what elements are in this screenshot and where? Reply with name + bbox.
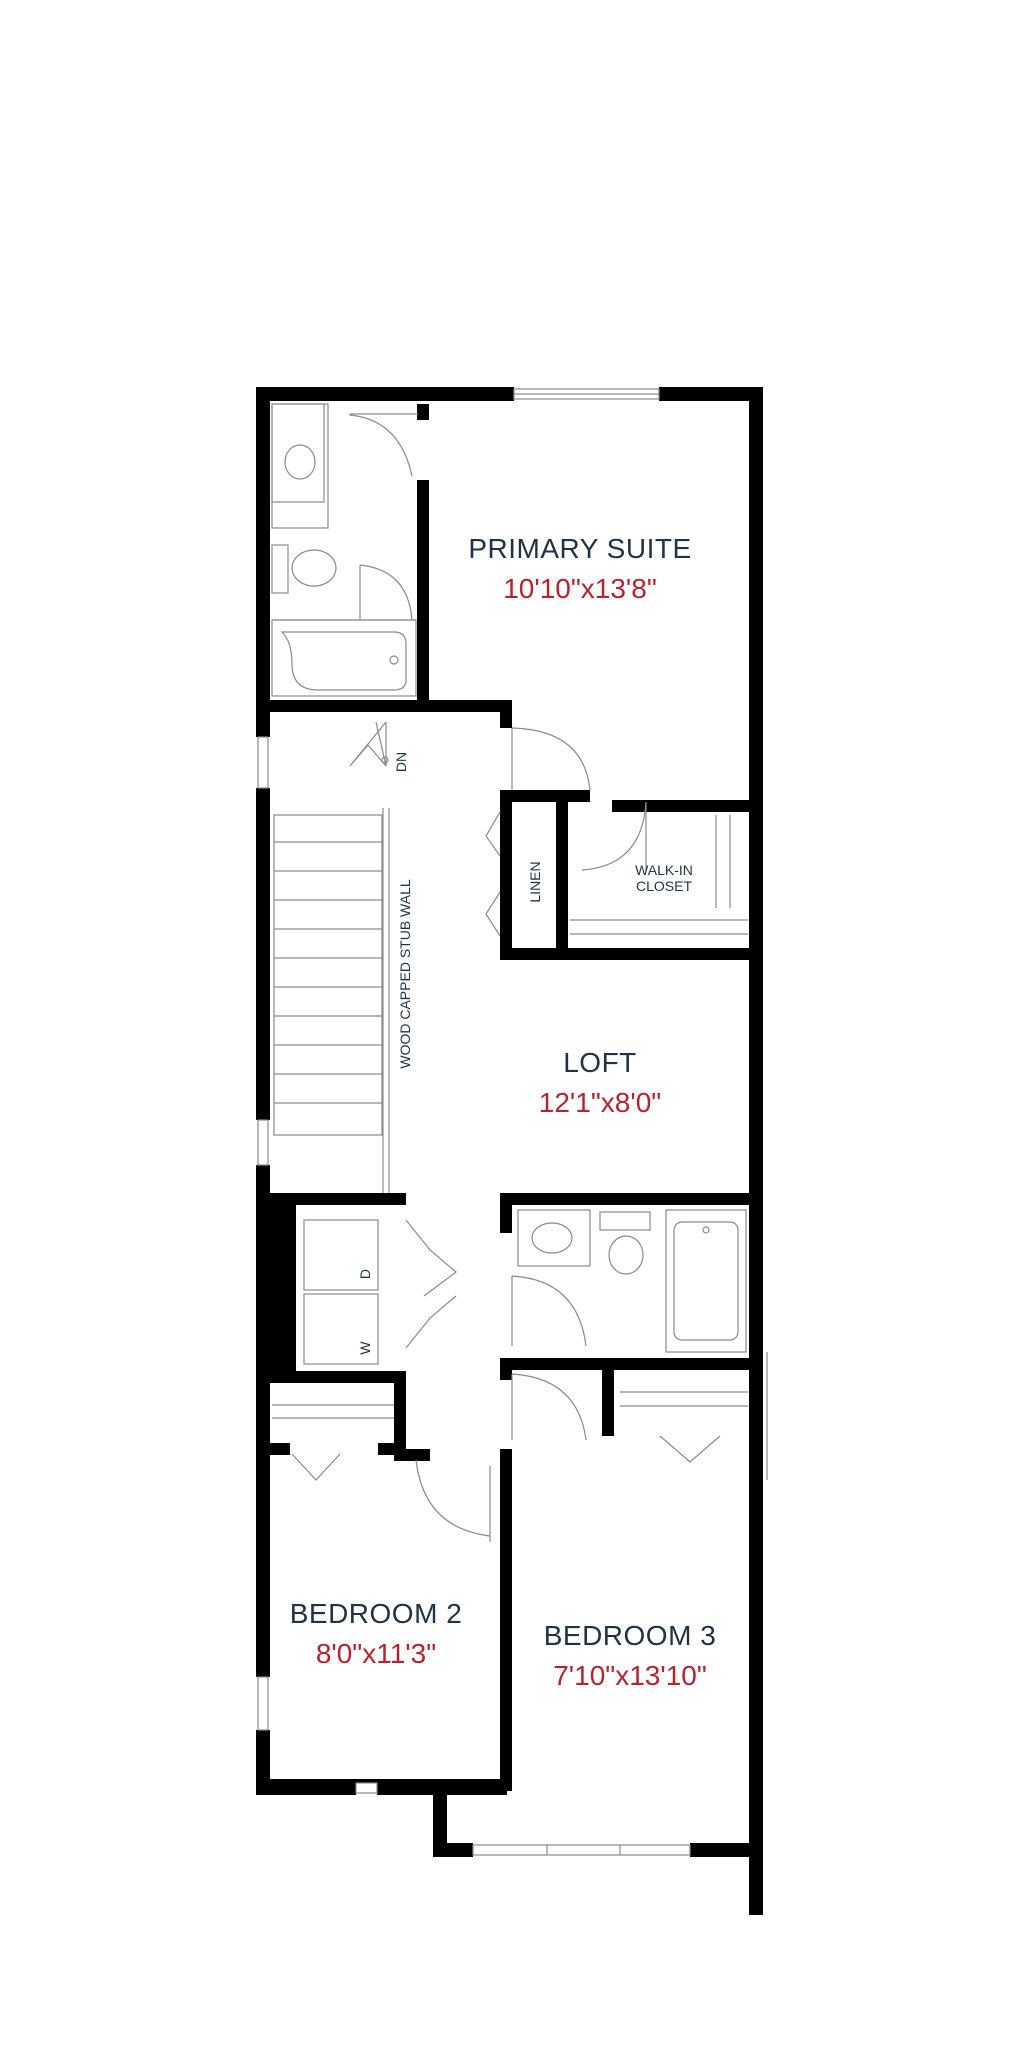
loft-name: LOFT bbox=[563, 1047, 637, 1078]
stub-wall-label: WOOD CAPPED STUB WALL bbox=[397, 879, 413, 1069]
walk-in-closet-label-line2: CLOSET bbox=[636, 878, 692, 894]
toilet-icon bbox=[608, 1235, 644, 1275]
walk-in-closet-label-line1: WALK-IN bbox=[635, 862, 693, 878]
bedroom3-name: BEDROOM 3 bbox=[544, 1620, 717, 1651]
linen-label: LINEN bbox=[527, 861, 543, 902]
bathtub-icon bbox=[271, 619, 417, 697]
washer-label: W bbox=[357, 1341, 373, 1355]
dryer-icon bbox=[303, 1219, 379, 1291]
bedroom3-dimensions: 7'10"x13'10" bbox=[553, 1660, 707, 1691]
primary-suite-dimensions: 10'10"x13'8" bbox=[503, 573, 657, 604]
walls bbox=[256, 387, 763, 1915]
bedroom2-name: BEDROOM 2 bbox=[290, 1598, 463, 1629]
stairs-down-arrow-icon bbox=[349, 721, 387, 767]
bedroom2-dimensions: 8'0"x11'3" bbox=[316, 1638, 436, 1669]
sink-icon bbox=[531, 1222, 573, 1254]
doors bbox=[291, 727, 721, 1542]
bathtub-icon bbox=[665, 1209, 747, 1353]
stairs-dn-label: DN bbox=[393, 752, 409, 772]
toilet-icon bbox=[291, 549, 337, 587]
laundry-fixtures bbox=[303, 1219, 379, 1365]
stairs bbox=[273, 721, 390, 1193]
windows bbox=[257, 388, 768, 1856]
washer-icon bbox=[303, 1293, 379, 1365]
sink-icon bbox=[284, 444, 316, 480]
primary-suite-name: PRIMARY SUITE bbox=[468, 533, 691, 564]
closet-shelves bbox=[272, 815, 748, 1419]
primary-bath-fixtures bbox=[271, 403, 418, 697]
dryer-label: D bbox=[357, 1269, 373, 1279]
loft-dimensions: 12'1"x8'0" bbox=[539, 1087, 661, 1118]
main-bath-fixtures bbox=[517, 1209, 747, 1353]
